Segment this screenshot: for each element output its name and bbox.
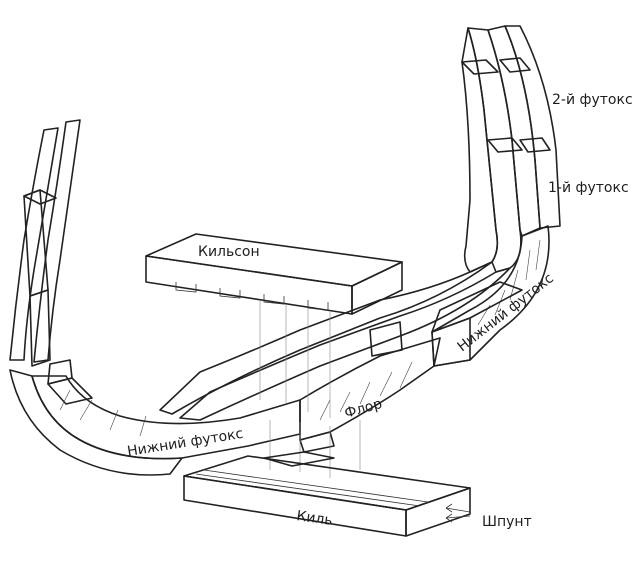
label-floor: Флор [343, 396, 384, 422]
right-upper-futtocks [461, 25, 561, 273]
label-first-futtock: 1-й футокс [548, 180, 629, 196]
projection-lines [259, 300, 361, 478]
label-lower-futtock-left: Нижний футокс [126, 426, 244, 460]
label-second-futtock: 2-й футокс [552, 92, 633, 108]
label-lower-futtock-right: Нижний футокс [455, 270, 557, 355]
label-keel: Киль [295, 508, 333, 529]
keelson-beam [145, 233, 403, 315]
label-rabbet: Шпунт [482, 514, 532, 530]
label-keelson: Кильсон [198, 244, 260, 260]
keel-beam [183, 451, 471, 537]
floor-timber [299, 321, 441, 453]
floor-timbers-upper [159, 261, 511, 421]
left-lower-futtock [9, 359, 301, 476]
rabbet-arrows [445, 503, 471, 523]
left-futtocks [9, 119, 81, 367]
